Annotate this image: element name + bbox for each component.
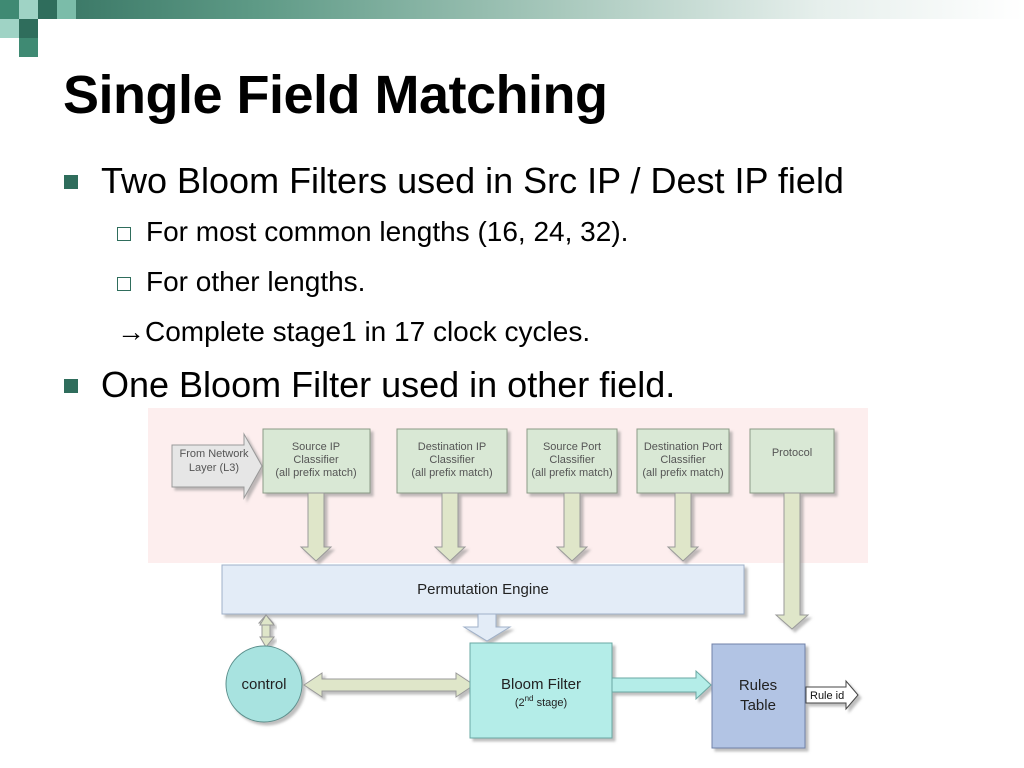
classification-diagram: From Network Layer (L3) Source IP Classi… <box>148 408 868 749</box>
bloom-filter-label: Bloom Filter <box>501 676 581 693</box>
classifier-label: Source Port <box>543 441 601 453</box>
subbullet-item: →Complete stage1 in 17 clock cycles. <box>117 316 590 348</box>
deco-square <box>38 19 57 38</box>
deco-square <box>38 0 57 19</box>
classifier-label: Protocol <box>772 447 812 459</box>
classifier-label: Classifier <box>293 454 339 466</box>
classifier-label: Classifier <box>429 454 475 466</box>
classifier-label: Destination IP <box>418 441 486 453</box>
control-node <box>225 645 303 723</box>
double-arrow <box>303 672 475 698</box>
right-arrow <box>611 669 712 701</box>
input-label: From Network <box>179 448 249 460</box>
header-gradient-bar <box>0 0 1024 19</box>
bullet-checkbox-icon <box>117 277 131 291</box>
rules-table-box <box>711 643 806 749</box>
subbullet-item: For most common lengths (16, 24, 32). <box>117 216 629 248</box>
protocol-arrow <box>774 492 810 630</box>
classifier-label: Classifier <box>660 454 706 466</box>
bullet-square-icon <box>64 379 78 393</box>
protocol-box <box>749 428 835 494</box>
subbullet-text: For other lengths. <box>146 266 366 297</box>
deco-square <box>57 0 76 19</box>
classifier-label: (all prefix match) <box>642 467 723 479</box>
classifier-label: (all prefix match) <box>275 467 356 479</box>
classifier-box <box>262 428 371 494</box>
deco-square <box>19 0 38 19</box>
down-arrow <box>433 492 467 562</box>
input-arrow <box>171 432 263 500</box>
down-arrow <box>666 492 700 562</box>
bullet-item: One Bloom Filter used in other field. <box>64 364 676 406</box>
classifier-label: Classifier <box>549 454 595 466</box>
bullet-text: One Bloom Filter used in other field. <box>101 364 676 405</box>
rules-table-label: Table <box>740 697 776 714</box>
down-arrow <box>299 492 333 562</box>
bullet-item: Two Bloom Filters used in Src IP / Dest … <box>64 160 844 202</box>
double-arrow <box>259 614 276 648</box>
control-label: control <box>241 676 286 693</box>
bullet-text: Two Bloom Filters used in Src IP / Dest … <box>101 160 844 201</box>
deco-square <box>19 38 38 57</box>
down-arrow <box>555 492 589 562</box>
rules-table-label: Rules <box>739 677 777 694</box>
stage-label: (2nd stage) <box>515 694 567 709</box>
classifier-label: Source IP <box>292 441 340 453</box>
header-decoration <box>0 0 1024 60</box>
deco-square <box>0 19 19 38</box>
subbullet-item: For other lengths. <box>117 266 366 298</box>
bloom-filter-box <box>469 642 613 739</box>
deco-square <box>19 19 38 38</box>
slide-title: Single Field Matching <box>63 65 608 125</box>
deco-square <box>0 0 19 19</box>
down-arrow <box>462 613 512 642</box>
subbullet-text: →Complete stage1 in 17 clock cycles. <box>117 316 591 347</box>
permutation-engine-box <box>221 564 745 615</box>
classifier-label: Destination Port <box>644 441 722 453</box>
classifier-label: (all prefix match) <box>411 467 492 479</box>
output-label: Rule id <box>810 690 844 702</box>
classifier-box <box>526 428 618 494</box>
classifier-label: (all prefix match) <box>531 467 612 479</box>
bullet-square-icon <box>64 175 78 189</box>
classifier-box <box>396 428 508 494</box>
permutation-engine-label: Permutation Engine <box>417 581 549 598</box>
bullet-checkbox-icon <box>117 227 131 241</box>
subbullet-text: For most common lengths (16, 24, 32). <box>146 216 629 247</box>
output-arrow <box>805 679 859 711</box>
input-label: Layer (L3) <box>189 462 239 474</box>
